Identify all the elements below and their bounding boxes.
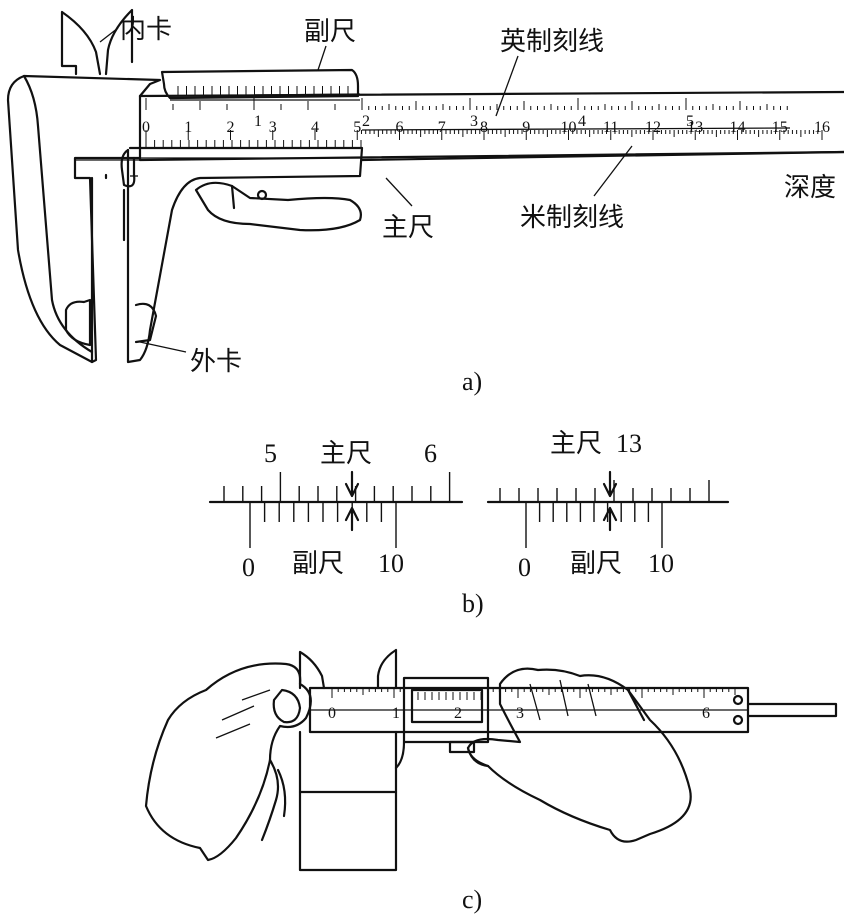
left-vernier-label: 副尺 — [292, 549, 344, 579]
imperial-scale-numbers: 1 2 3 4 5 — [254, 113, 694, 130]
right-arrow-up — [602, 506, 618, 532]
leader-main-scale — [385, 177, 413, 207]
left-arrow-up — [344, 506, 360, 532]
left-hand — [144, 662, 312, 862]
caption-c: c) — [462, 885, 482, 914]
right-vernier-num-0: 0 — [518, 553, 531, 582]
metric-number-3: 3 — [269, 119, 277, 136]
imperial-scale-ticks — [145, 98, 788, 110]
left-main-num-5: 5 — [264, 439, 277, 468]
left-vernier-ticks — [249, 502, 397, 548]
right-hand — [466, 667, 692, 843]
imperial-number-4: 4 — [578, 113, 586, 130]
caliper-c-number-3: 3 — [516, 705, 524, 722]
metric-scale-ticks — [145, 130, 823, 140]
reading-right: 主尺 13 0 副尺 10 — [486, 429, 730, 582]
metric-number-0: 0 — [142, 119, 150, 136]
label-depth: 深度 — [784, 173, 836, 203]
metric-number-2: 2 — [227, 119, 235, 136]
right-main-ticks — [499, 480, 710, 502]
left-vernier-num-10: 10 — [378, 549, 404, 578]
caption-b: b) — [462, 589, 484, 618]
imperial-number-3: 3 — [470, 113, 478, 130]
right-main-num-13: 13 — [616, 429, 642, 458]
metric-number-11: 11 — [603, 119, 618, 136]
label-main-scale: 主尺 — [382, 213, 434, 243]
caliper-c-number-0: 0 — [328, 705, 336, 722]
caliper-c-number-1: 1 — [392, 705, 400, 722]
label-vernier: 副尺 — [304, 17, 356, 47]
leader-outer-jaw — [139, 341, 187, 353]
metric-number-14: 14 — [730, 119, 746, 136]
caliper-c-ticks: 0 1 2 3 6 — [328, 688, 736, 722]
right-vernier-label: 副尺 — [570, 549, 622, 579]
fixed-jaw — [6, 8, 162, 364]
right-main-label: 主尺 — [550, 429, 602, 459]
left-arrow-down — [344, 470, 360, 498]
right-vernier-ticks — [525, 502, 663, 548]
imperial-number-5: 5 — [686, 113, 694, 130]
metric-number-12: 12 — [645, 119, 661, 136]
figure-c: 0 1 2 3 6 c) — [144, 648, 838, 914]
measured-block — [298, 730, 398, 872]
label-imperial-scale: 英制刻线 — [500, 27, 604, 57]
metric-number-7: 7 — [438, 119, 446, 136]
left-vernier-num-0: 0 — [242, 553, 255, 582]
caliper-c-beam: 0 1 2 3 6 — [308, 686, 838, 734]
left-main-ticks — [223, 472, 451, 502]
left-main-num-6: 6 — [424, 439, 437, 468]
right-vernier-num-10: 10 — [648, 549, 674, 578]
caliper-c-slider — [402, 676, 490, 744]
caliper-c-number-6: 6 — [702, 705, 710, 722]
leader-inner-jaw — [99, 27, 119, 43]
leader-imperial — [495, 55, 519, 117]
metric-number-15: 15 — [772, 119, 788, 136]
metric-number-9: 9 — [522, 119, 530, 136]
reading-left: 5 6 主尺 0 副尺 10 — [208, 439, 464, 582]
left-main-label: 主尺 — [320, 439, 372, 469]
label-outer-jaw: 外卡 — [190, 347, 242, 377]
vernier-ticks-top — [177, 86, 349, 96]
imperial-number-2: 2 — [362, 113, 370, 130]
vernier-slider — [160, 68, 361, 101]
caliper-c-jaws — [298, 648, 490, 770]
metric-number-6: 6 — [396, 119, 404, 136]
label-inner-jaw: 内卡 — [120, 15, 172, 45]
caption-a: a) — [462, 367, 482, 396]
caliper-c-number-2: 2 — [454, 705, 462, 722]
imperial-number-1: 1 — [254, 113, 262, 130]
metric-number-5: 5 — [353, 119, 361, 136]
main-beam — [138, 90, 844, 162]
right-arrow-down — [602, 470, 618, 498]
sliding-jaw — [120, 146, 364, 364]
metric-number-8: 8 — [480, 119, 488, 136]
label-metric-scale: 米制刻线 — [520, 203, 624, 233]
metric-number-10: 10 — [561, 119, 577, 136]
leader-metric — [593, 145, 633, 197]
metric-number-4: 4 — [311, 119, 319, 136]
figure-b: 5 6 主尺 0 副尺 10 主尺 13 0 副尺 10 b) — [208, 429, 730, 618]
metric-number-16: 16 — [814, 119, 830, 136]
metric-number-13: 13 — [687, 119, 703, 136]
lower-vernier-ticks — [145, 140, 362, 148]
metric-number-1: 1 — [184, 119, 192, 136]
leader-vernier — [317, 45, 327, 71]
